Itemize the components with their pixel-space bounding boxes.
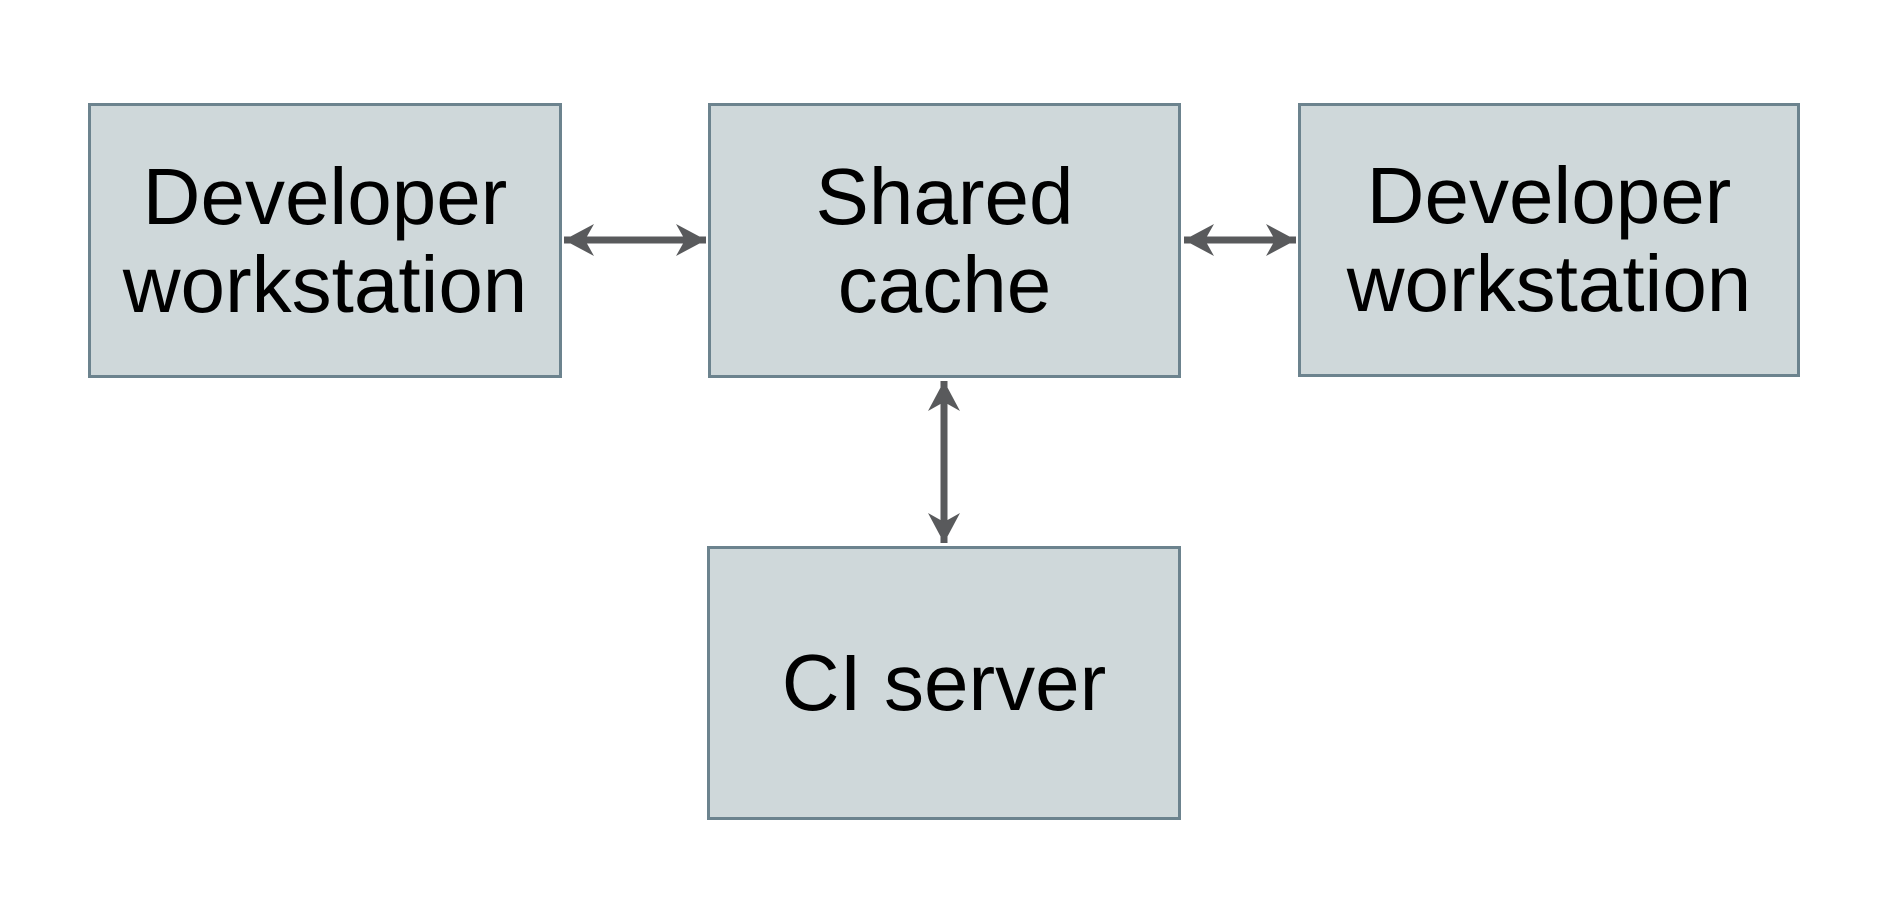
node-label: CI server [781, 638, 1107, 727]
node-label: workstation [1346, 239, 1752, 328]
node-label: Shared [815, 151, 1074, 241]
node-label: cache [837, 239, 1052, 329]
node-ci-server: CI server [707, 546, 1181, 820]
node-label: workstation [122, 239, 528, 329]
node-label: Developer [142, 151, 508, 241]
node-label: Developer [1366, 151, 1732, 240]
